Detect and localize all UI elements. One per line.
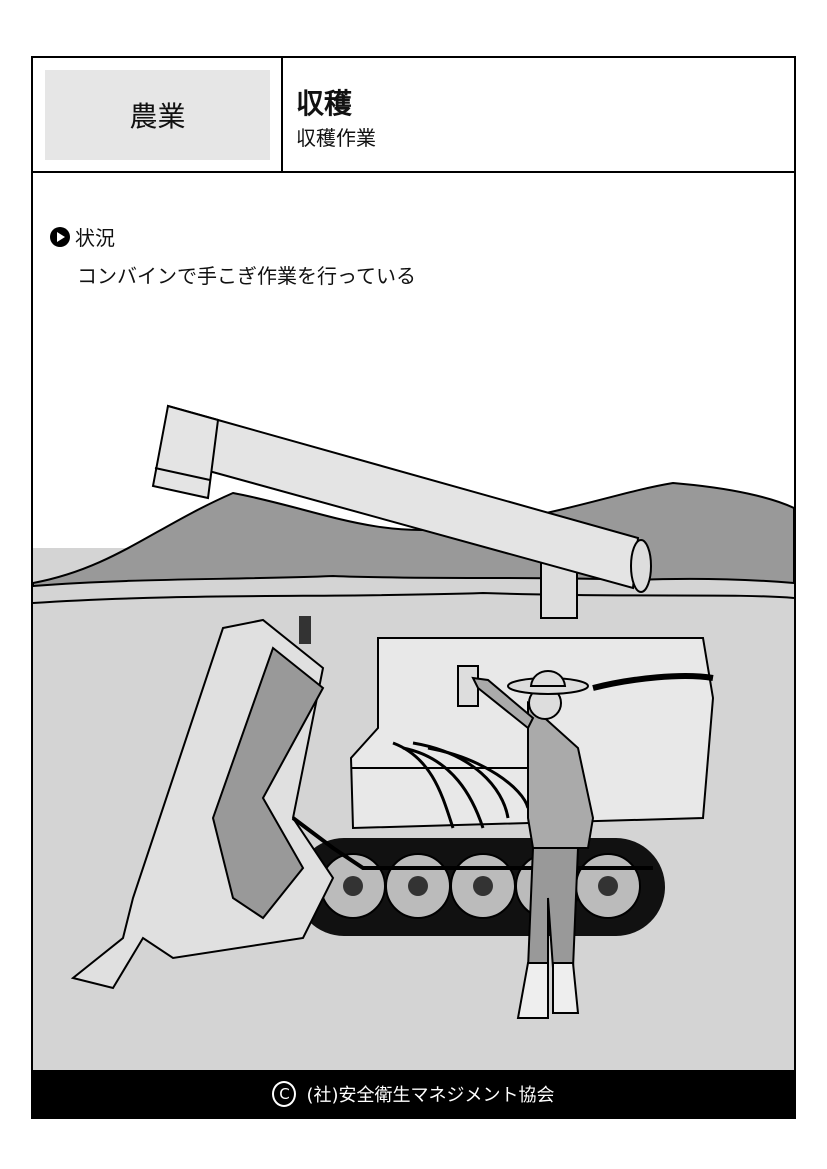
organization-name: (社)安全衛生マネジメント協会 xyxy=(306,1084,555,1106)
combine-harvester-illustration xyxy=(33,404,794,1070)
header: 農業 収穫 収穫作業 xyxy=(33,58,794,173)
page-title: 収穫 xyxy=(296,87,353,120)
situation-heading: 状況 xyxy=(49,222,115,251)
category-label: 農業 xyxy=(45,70,270,160)
footer: C (社)安全衛生マネジメント協会 xyxy=(33,1070,794,1117)
copyright-icon: C xyxy=(272,1080,297,1107)
page-subtitle: 収穫作業 xyxy=(296,126,376,150)
situation-heading-label: 状況 xyxy=(75,226,115,250)
situation-text: コンバインで手こぎ作業を行っている xyxy=(77,264,416,288)
card-frame: 農業 収穫 収穫作業 状況 コンバインで手こぎ作業を行っている xyxy=(31,56,796,1119)
category-cell: 農業 xyxy=(33,58,283,171)
play-circle-icon xyxy=(50,226,70,247)
